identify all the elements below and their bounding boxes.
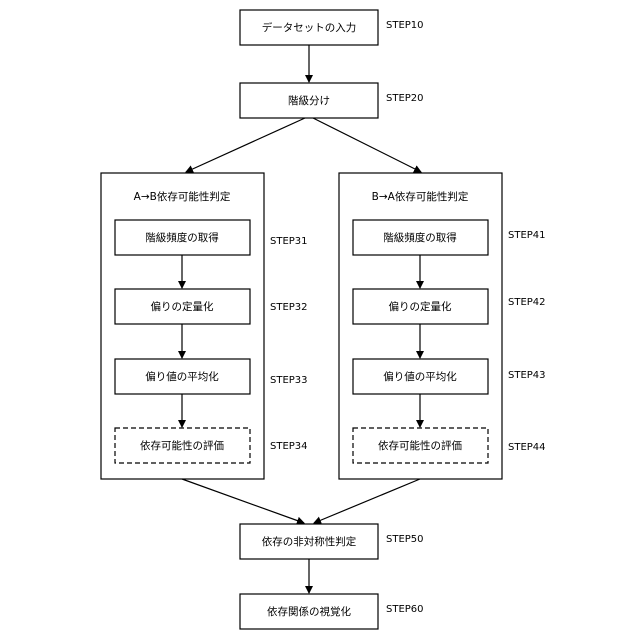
right-panel-title: B→A依存可能性判定 [372, 190, 469, 203]
step50-id: STEP50 [386, 534, 424, 545]
arrow-left-50 [182, 479, 304, 523]
step31-id: STEP31 [270, 236, 308, 247]
step60-node: 依存関係の視覚化 STEP60 [240, 594, 424, 629]
step10-node: データセットの入力 STEP10 [240, 10, 424, 45]
step43-label: 偏り値の平均化 [383, 370, 457, 383]
step34-id: STEP34 [270, 441, 308, 452]
step10-id: STEP10 [386, 20, 424, 31]
arrow-right-50 [314, 479, 420, 523]
step33-label: 偏り値の平均化 [145, 370, 219, 383]
step50-label: 依存の非対称性判定 [262, 535, 357, 548]
step20-label: 階級分け [288, 94, 330, 107]
step31-label: 階級頻度の取得 [145, 231, 219, 244]
step34-label: 依存可能性の評価 [140, 439, 224, 452]
arrow-20-left [186, 118, 305, 172]
step60-id: STEP60 [386, 604, 424, 615]
right-panel: B→A依存可能性判定 階級頻度の取得 偏りの定量化 偏り値の平均化 依存可能性の… [339, 173, 502, 479]
step20-id: STEP20 [386, 93, 424, 104]
left-panel: A→B依存可能性判定 階級頻度の取得 偏りの定量化 偏り値の平均化 依存可能性の… [101, 173, 264, 479]
step32-id: STEP32 [270, 302, 308, 313]
step20-node: 階級分け STEP20 [240, 83, 424, 118]
step42-label: 偏りの定量化 [389, 300, 452, 313]
step33-id: STEP33 [270, 375, 308, 386]
step41-id: STEP41 [508, 230, 546, 241]
step10-label: データセットの入力 [262, 21, 357, 34]
step60-label: 依存関係の視覚化 [267, 605, 351, 618]
step44-id: STEP44 [508, 442, 546, 453]
step42-id: STEP42 [508, 297, 546, 308]
step32-label: 偏りの定量化 [151, 300, 214, 313]
step50-node: 依存の非対称性判定 STEP50 [240, 524, 424, 559]
step41-label: 階級頻度の取得 [383, 231, 457, 244]
step44-label: 依存可能性の評価 [378, 439, 462, 452]
arrow-20-right [313, 118, 421, 172]
step43-id: STEP43 [508, 370, 546, 381]
left-panel-title: A→B依存可能性判定 [134, 190, 231, 203]
